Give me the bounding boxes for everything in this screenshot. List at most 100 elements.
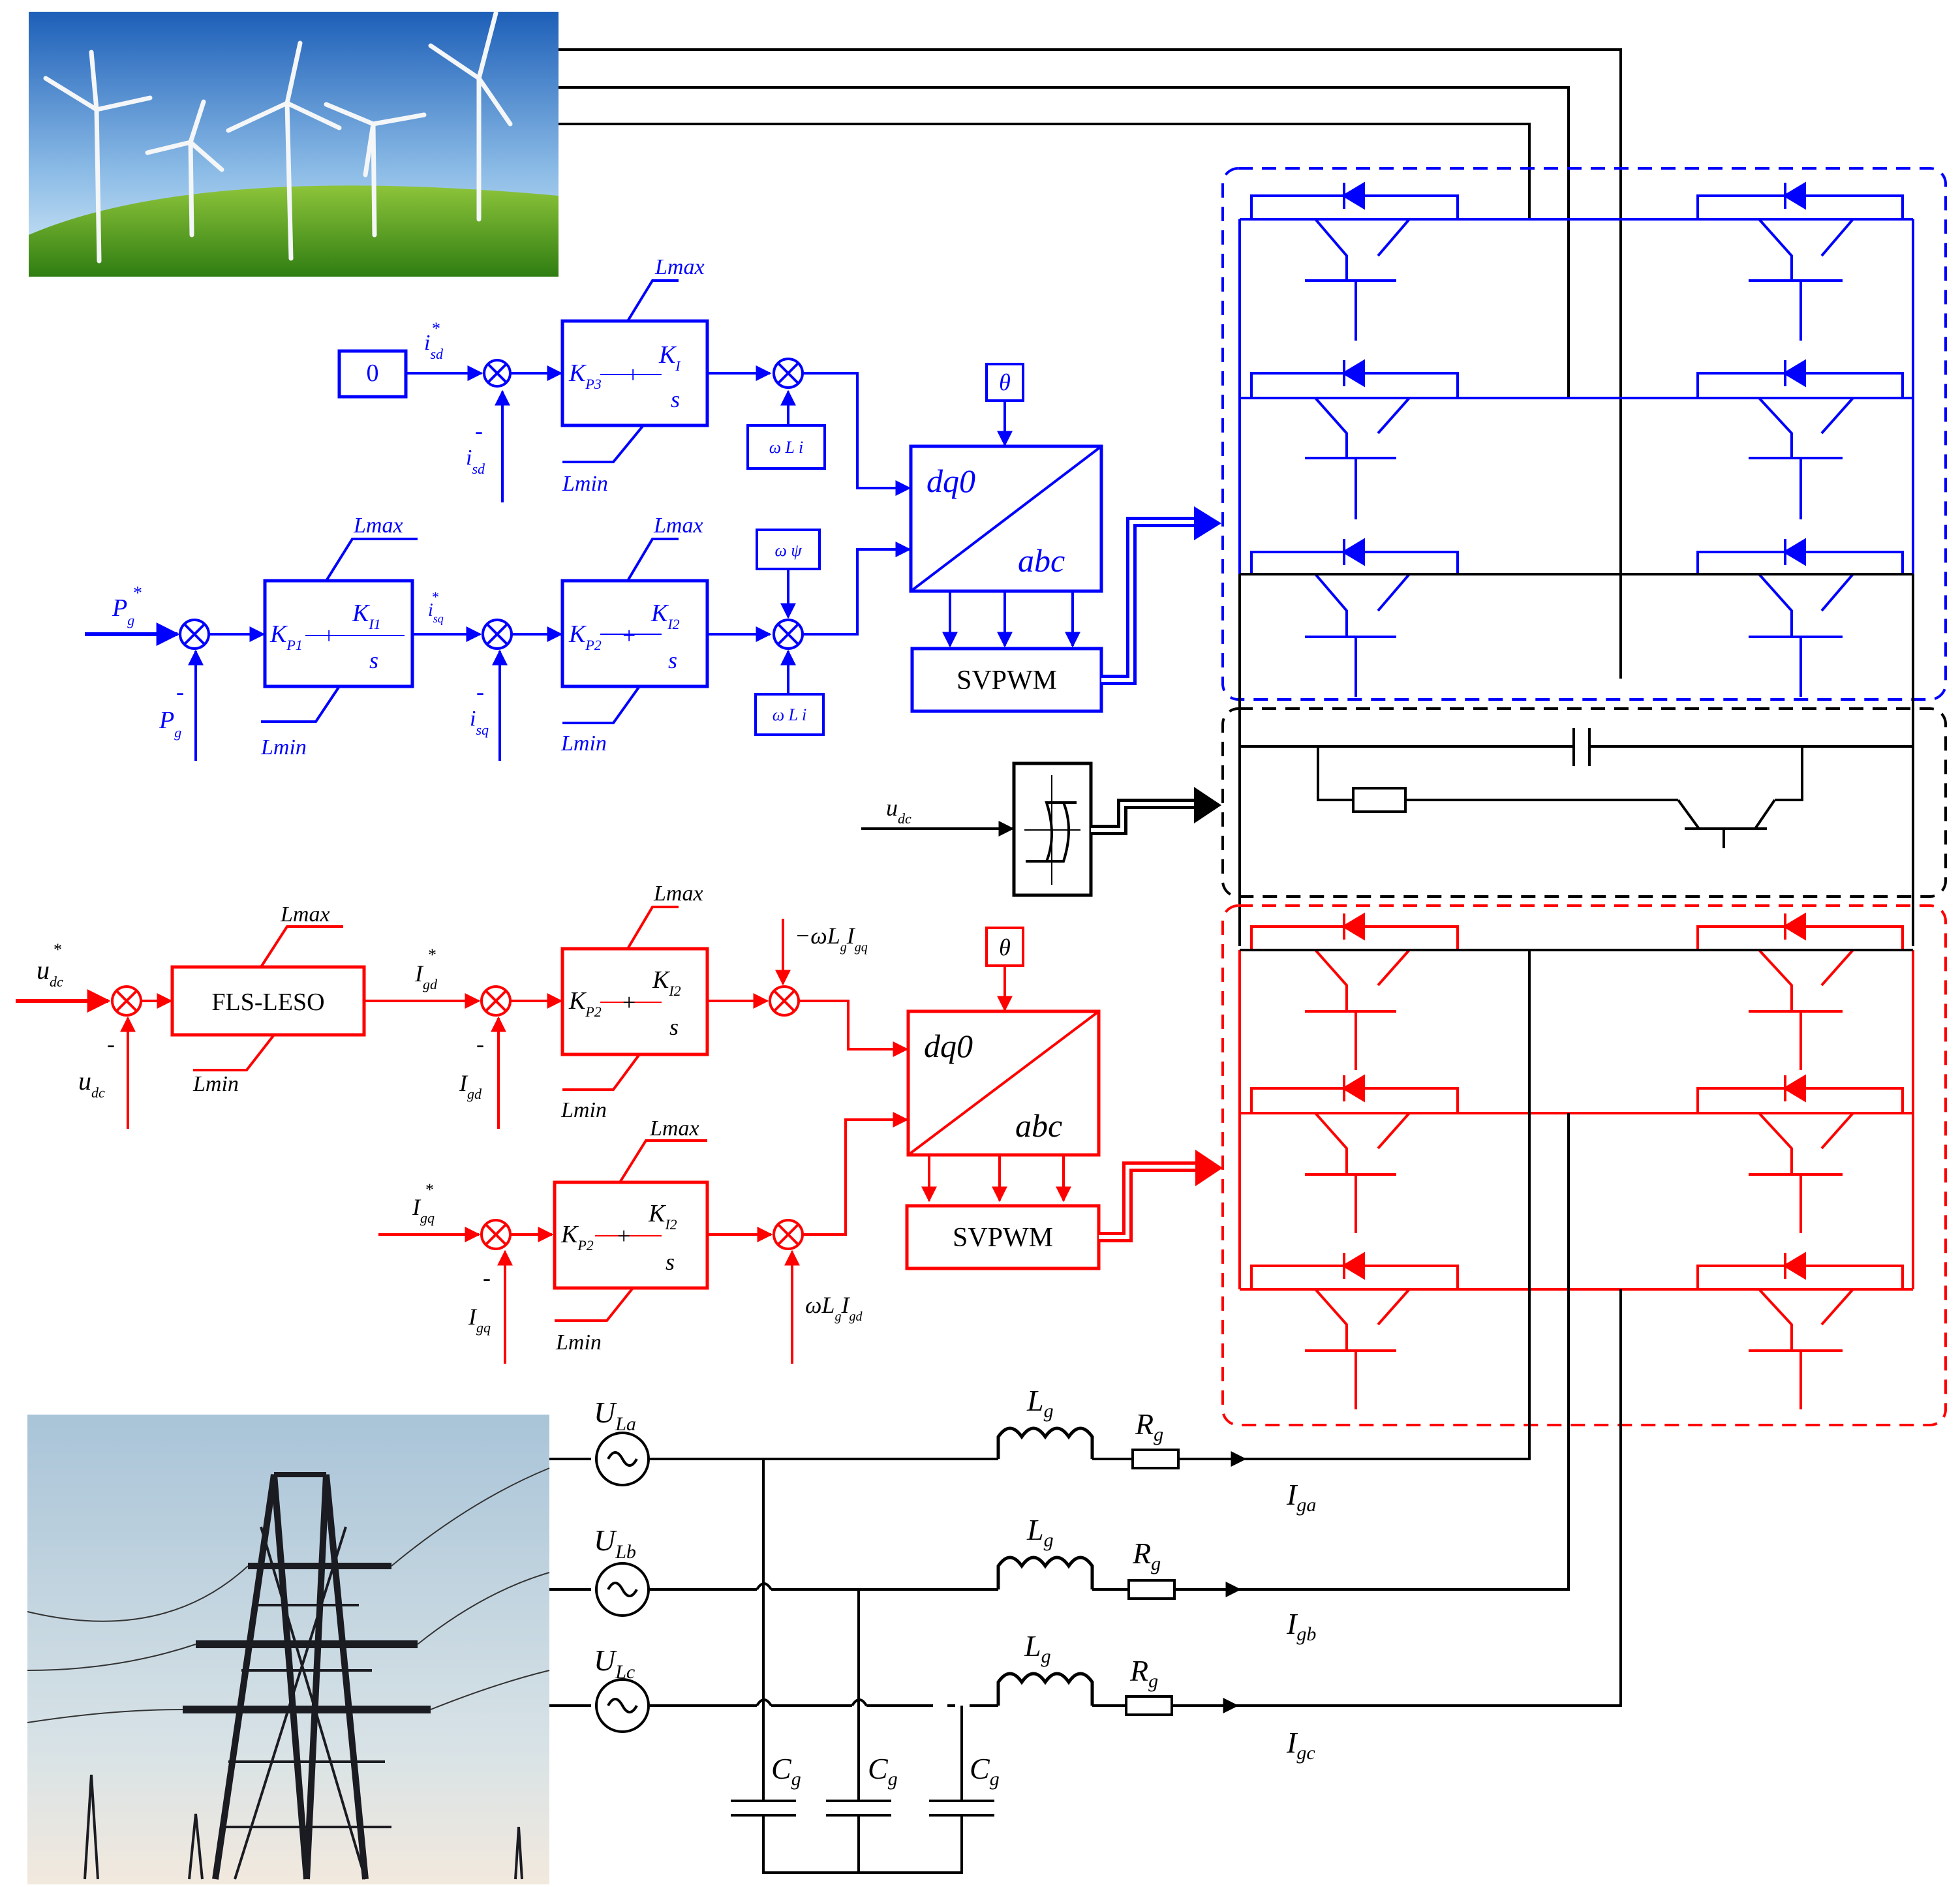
resistor-a (1131, 1449, 1180, 1469)
pg-ref-label: Pg (112, 594, 134, 628)
resistor-c (1125, 1695, 1173, 1716)
igd-ref-label: Igd (414, 960, 438, 992)
pi-gd-kp: KP2 (568, 987, 602, 1020)
pi-power-lmin: Lmin (260, 735, 307, 759)
transmission-tower-photo (27, 1415, 550, 1884)
pi-q-plus: + (622, 622, 635, 649)
inductor-b-label: Lg (1026, 1513, 1054, 1551)
isq-fb-sign: - (476, 679, 484, 705)
igbt-row-4 (1250, 912, 1904, 1070)
pi-gq-s: s (666, 1249, 675, 1275)
abc-blue: abc (1018, 542, 1065, 579)
pi-gd-lmax: Lmax (653, 882, 703, 906)
pi-power-s: s (369, 647, 378, 673)
igd-fb-sign: - (476, 1031, 484, 1057)
isd-ref-label: isd (424, 331, 444, 362)
pi-q-s: s (668, 647, 677, 673)
current-b-label: Igb (1286, 1607, 1316, 1645)
abc-red: abc (1015, 1107, 1062, 1144)
inductor-c-label: Lg (1024, 1629, 1051, 1667)
grid-side-converter (1221, 904, 1947, 1426)
decouple-q-bottom-label: ω L i (773, 705, 807, 724)
udc-ref-star: * (54, 940, 62, 959)
pi-d-kp: KP3 (568, 360, 602, 392)
igd-ref-star: * (428, 945, 436, 964)
fls-leso-label: FLS-LESO (211, 989, 324, 1016)
pi-q-lmax: Lmax (653, 514, 703, 538)
igbt-row-1 (1240, 181, 1913, 341)
igq-ref-star: * (425, 1180, 434, 1199)
capacitor-1-label: Cg (771, 1752, 801, 1790)
isd-fb-label: isd (466, 446, 485, 477)
pi-gq-lmax: Lmax (649, 1116, 699, 1141)
pi-gd-s: s (669, 1014, 679, 1040)
pi-d-lmax: Lmax (654, 255, 705, 279)
pi-gq-lmin: Lmin (555, 1330, 602, 1355)
isq-ref-label: isq (428, 600, 444, 625)
fls-lmin: Lmin (192, 1072, 239, 1096)
generator-side-controller (85, 279, 1221, 761)
capacitor-2 (826, 1800, 891, 1817)
grid-side-controller (16, 906, 1223, 1364)
decouple-q-top-label: ω ψ (774, 541, 802, 560)
pi-q-ki: KI2 (651, 600, 680, 632)
pi-block-power (263, 579, 414, 688)
pi-gd-lmin: Lmin (560, 1098, 607, 1122)
pi-gq-kp: KP2 (560, 1221, 594, 1253)
udc-chopper-label: udc (886, 795, 911, 827)
isq-fb-label: isq (470, 707, 489, 738)
source-a-label: ULa (594, 1396, 636, 1435)
generator-phase-lines (559, 48, 1622, 679)
theta-red: θ (999, 934, 1011, 960)
capacitor-2-label: Cg (868, 1752, 898, 1790)
decouple-d-label: ω L i (769, 438, 804, 457)
pg-fb-label: Pg (159, 707, 181, 741)
decouple-gd-label: −ωLgIgq (795, 923, 868, 955)
resistor-b-label: Rg (1132, 1537, 1161, 1574)
pi-d-lmin: Lmin (562, 472, 608, 496)
zero-label: 0 (367, 360, 379, 387)
decouple-d-block (746, 424, 826, 470)
igq-fb-label: Igq (468, 1304, 491, 1336)
capacitor-1 (731, 1800, 796, 1817)
resistor-a-label: Rg (1135, 1407, 1163, 1445)
pi-gq-ki: KI2 (648, 1200, 677, 1233)
pi-power-plus: + (322, 622, 335, 649)
svpwm-red-label: SVPWM (953, 1223, 1053, 1253)
capacitor-3 (929, 1800, 994, 1817)
inductor-a-label: Lg (1026, 1384, 1054, 1422)
decouple-gq-label: ωLgIgd (805, 1292, 863, 1324)
igq-ref-label: Igq (412, 1194, 435, 1226)
svpwm-blue-label: SVPWM (957, 666, 1057, 696)
udc-ref-label: udc (37, 955, 63, 990)
igbt-row-2 (1240, 359, 1913, 519)
pi-power-kp: KP1 (269, 621, 303, 653)
igd-fb-label: Igd (459, 1070, 482, 1102)
generator-side-converter (1221, 167, 1947, 701)
source-b-label: ULb (594, 1524, 636, 1563)
igbt-row-3 (1250, 538, 1904, 697)
capacitor-3-label: Cg (970, 1752, 1000, 1790)
pg-ref-star: * (133, 583, 142, 604)
grid-circuit (549, 950, 1622, 1874)
igbt-row-5 (1240, 1074, 1913, 1233)
pi-q-kp: KP2 (568, 621, 602, 653)
isq-ref-star: * (432, 589, 439, 605)
dq0-red: dq0 (924, 1028, 973, 1064)
dc-chopper (861, 574, 1947, 946)
igbt-row-6 (1240, 1251, 1913, 1409)
current-a-label: Iga (1286, 1478, 1316, 1516)
resistor-c-label: Rg (1129, 1654, 1158, 1692)
dq0-abc-block-red (906, 1009, 1101, 1157)
isd-fb-sign: - (475, 418, 483, 444)
isd-ref-star: * (432, 319, 440, 338)
pi-d-plus: + (626, 361, 639, 388)
pi-gd-ki: KI2 (652, 966, 681, 999)
pi-d-ki: KI (658, 341, 681, 374)
pi-gd-plus: + (622, 989, 635, 1015)
pi-power-ki: KI1 (352, 600, 381, 632)
source-c-label: ULc (594, 1644, 635, 1683)
theta-blue: θ (999, 369, 1011, 395)
dq0-blue: dq0 (926, 463, 975, 499)
